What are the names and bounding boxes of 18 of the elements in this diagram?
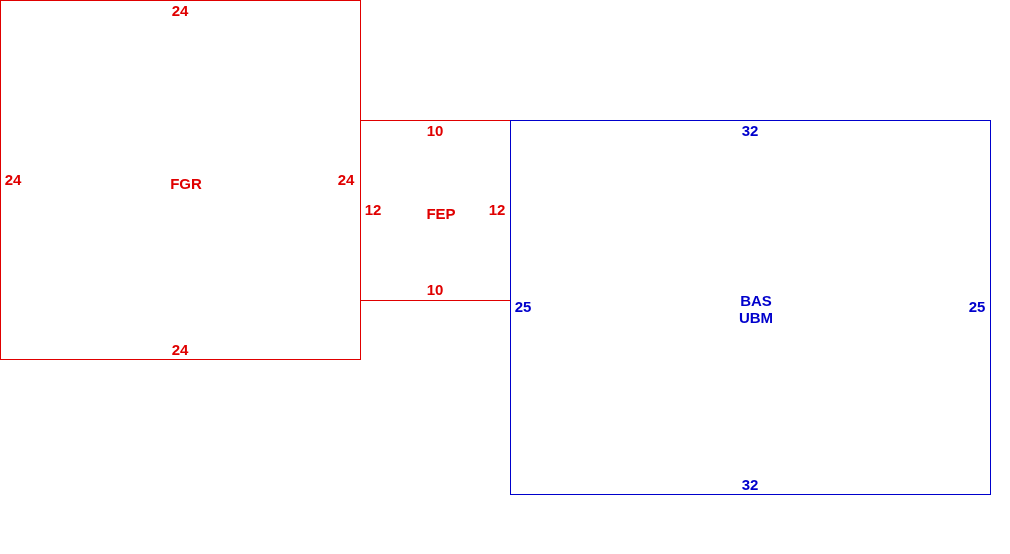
dimension-label: 10 <box>426 280 444 298</box>
dimension-label: 25 <box>514 297 532 315</box>
room-label: BAS UBM <box>737 292 775 326</box>
dimension-label: 12 <box>364 200 382 218</box>
room-outline <box>0 0 361 360</box>
dimension-label: 12 <box>488 200 506 218</box>
dimension-label: 10 <box>426 121 444 139</box>
dimension-label: 24 <box>4 170 22 188</box>
dimension-label: 24 <box>337 170 355 188</box>
dimension-label: 25 <box>968 297 986 315</box>
dimension-label: 24 <box>171 1 189 19</box>
dimension-label: 32 <box>741 475 759 493</box>
room-outline <box>510 120 991 495</box>
room-label: FGR <box>169 174 203 192</box>
room-outline <box>360 120 511 301</box>
dimension-label: 32 <box>741 121 759 139</box>
dimension-label: 24 <box>171 340 189 358</box>
room-label: FEP <box>425 204 457 222</box>
